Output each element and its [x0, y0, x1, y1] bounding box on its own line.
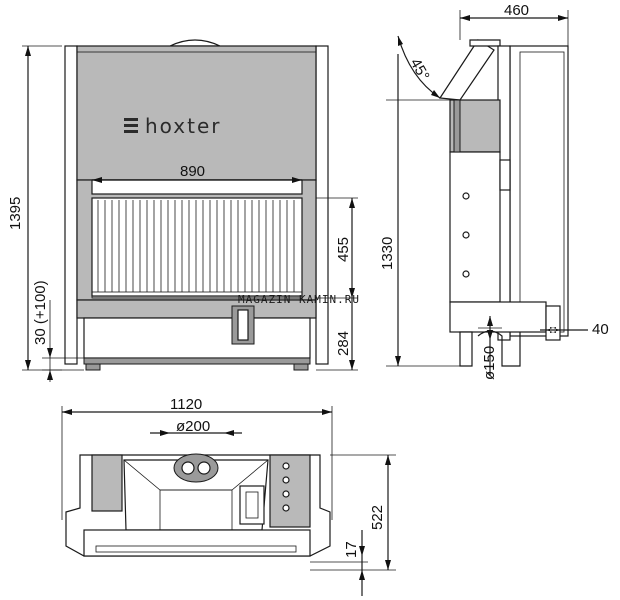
front-left-post [64, 45, 78, 365]
side-rear-box [545, 305, 561, 341]
front-view: hoxter 1395 30 (+100) 890 [7, 39, 358, 382]
side-door-section [449, 151, 501, 303]
top-view: 1120 ø200 522 17 [61, 396, 396, 596]
watermark-text: MAGAZIN-KAMIN.RU [238, 293, 360, 306]
front-foot-left [85, 363, 101, 371]
dim-front-glass-width: 890 [180, 163, 205, 180]
dim-top-flue-diameter: ø200 [176, 418, 210, 435]
front-base-box [83, 317, 311, 359]
hoxter-logo: hoxter [124, 114, 222, 138]
dim-front-glass-height: 455 [335, 237, 352, 262]
front-hood [76, 45, 317, 181]
side-back-panel [509, 45, 569, 337]
side-base [449, 301, 547, 333]
dim-front-base-height: 284 [335, 331, 352, 356]
side-view: 460 45° 1330 40 ø150 MAGAZIN-KAMIN.RU [238, 2, 609, 380]
front-glass [91, 197, 303, 297]
dim-front-leg-adjust: 30 (+100) [32, 280, 49, 345]
front-glass-bars [97, 200, 295, 292]
dim-top-gap: 17 [343, 541, 360, 558]
side-leg [459, 331, 473, 367]
front-flue-collar [169, 39, 221, 47]
side-flue-pipe [438, 39, 495, 101]
dim-front-height-total: 1395 [7, 197, 24, 230]
dim-side-air-diameter: ø150 [481, 346, 498, 380]
dim-top-width: 1120 [170, 396, 202, 413]
dim-side-height: 1330 [379, 237, 396, 270]
brand-logo-text: hoxter [145, 114, 222, 138]
dim-side-depth: 460 [504, 2, 529, 19]
top-flue-outlet [173, 453, 219, 483]
dim-side-angle: 45° [407, 56, 433, 84]
front-right-post [315, 45, 329, 365]
front-foot-right [293, 363, 309, 371]
front-door-top-rail [91, 179, 303, 195]
dim-side-offset: 40 [592, 321, 609, 338]
dim-top-depth: 522 [369, 505, 386, 530]
